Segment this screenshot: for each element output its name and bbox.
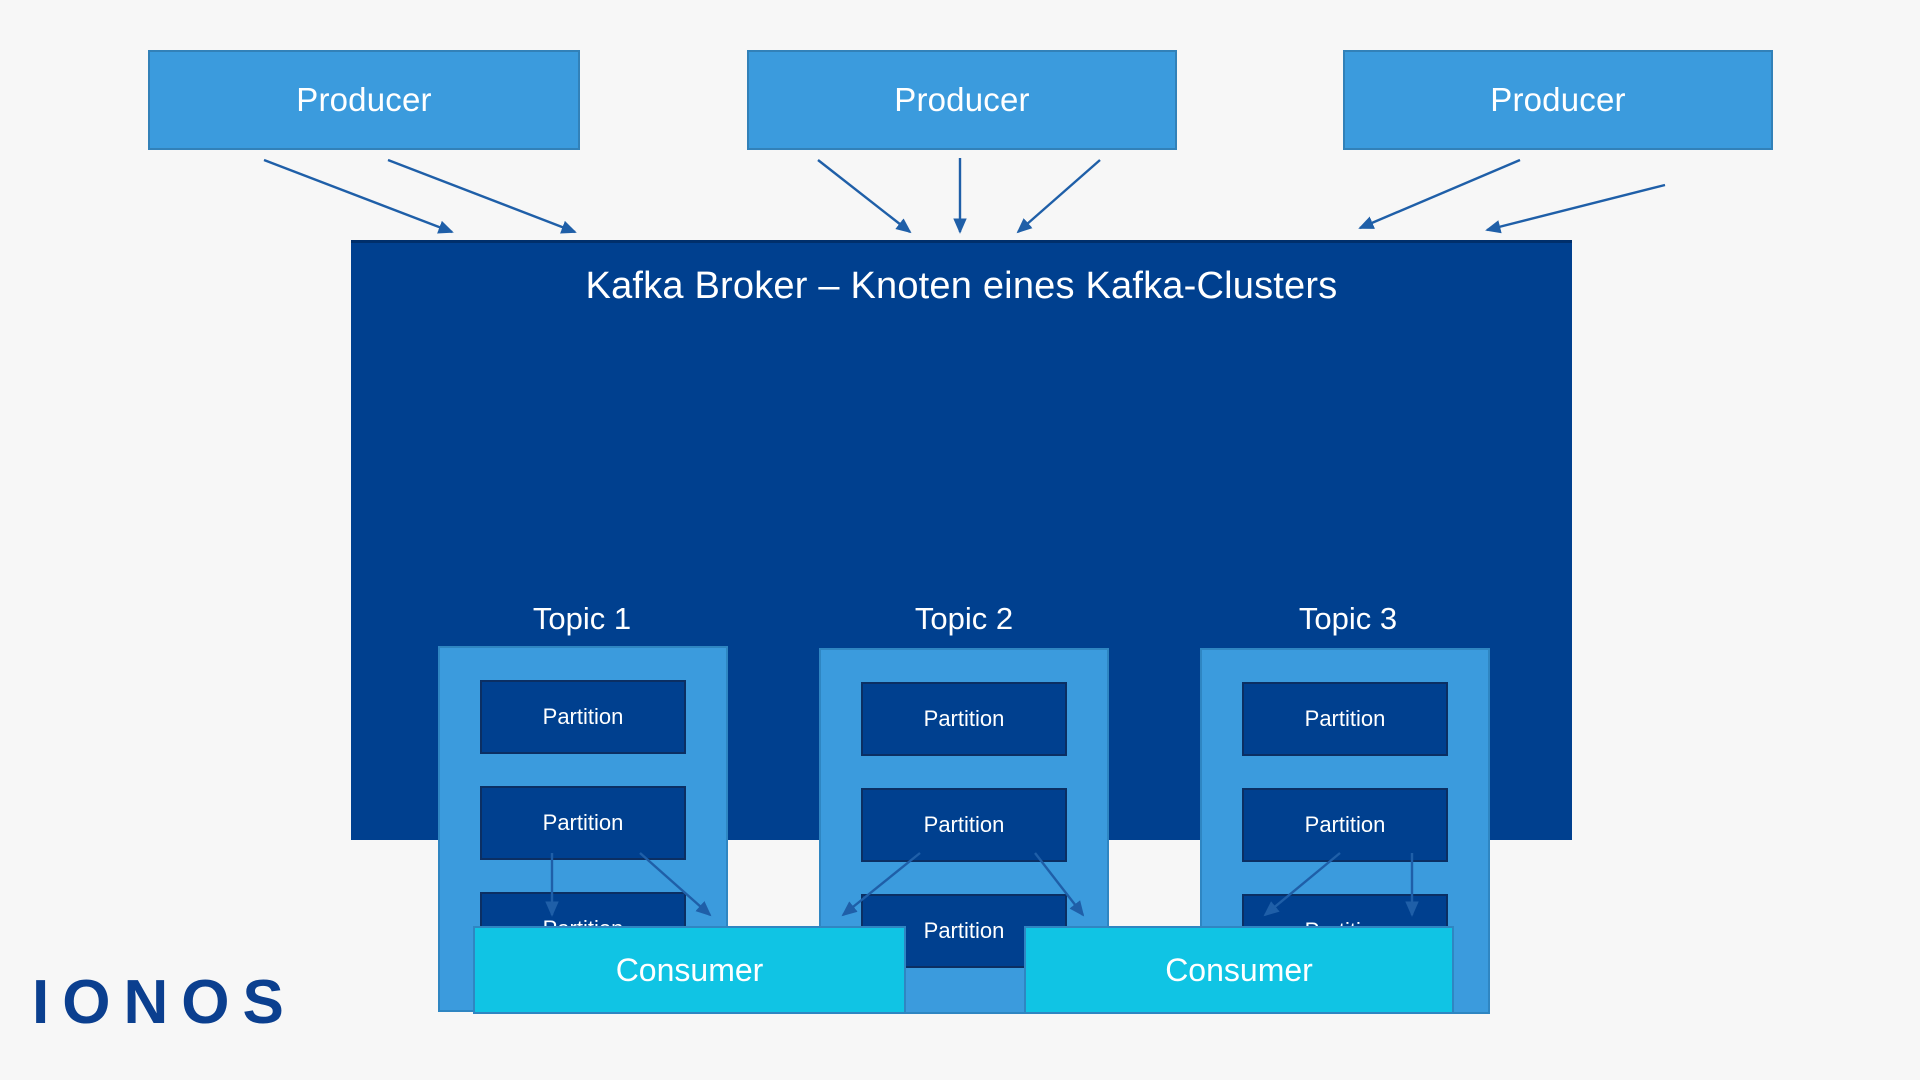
kafka-broker-box: Kafka Broker – Knoten eines Kafka-Cluste… [351, 240, 1572, 1014]
partition-box: Partition [1242, 788, 1448, 862]
producer-to-broker-arrow [817, 159, 912, 234]
producer-to-broker-arrow [1358, 158, 1521, 230]
producer-label: Producer [1490, 81, 1626, 118]
topic-label: Topic 3 [1298, 601, 1398, 636]
broker-title: Kafka Broker – Knoten eines Kafka-Cluste… [585, 265, 1338, 307]
producer-label: Producer [296, 81, 432, 118]
producer-to-broker-arrow [1016, 159, 1101, 234]
consumer-box-2: Consumer [1024, 926, 1454, 1014]
consumer-label: Consumer [615, 951, 764, 988]
producer-label: Producer [894, 81, 1030, 118]
partition-box: Partition [480, 786, 686, 860]
producer-to-broker-arrow [263, 158, 454, 234]
consumer-label: Consumer [1165, 951, 1313, 988]
consumer-box-1: Consumer [473, 926, 906, 1014]
producer-box-1: Producer [148, 50, 580, 150]
partition-box: Partition [861, 682, 1067, 756]
producer-to-broker-arrow [1485, 183, 1666, 234]
producer-box-3: Producer [1343, 50, 1773, 150]
producer-to-broker-arrow [387, 158, 577, 234]
partition-box: Partition [1242, 682, 1448, 756]
ionos-logo: IONOS [32, 968, 297, 1037]
partition-box: Partition [861, 788, 1067, 862]
partition-box: Partition [480, 680, 686, 754]
topic-label: Topic 1 [532, 601, 632, 636]
producer-box-2: Producer [747, 50, 1177, 150]
topic-label: Topic 2 [914, 601, 1014, 636]
